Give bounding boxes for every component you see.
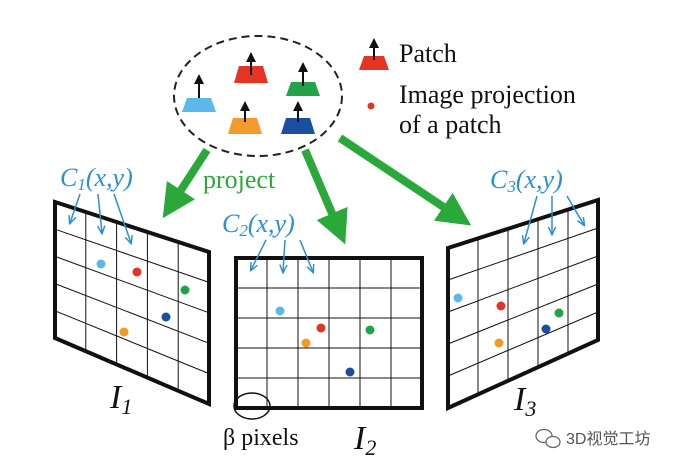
image-1-cell-arrow-2 [98, 193, 102, 233]
image-1-cell-label: C1(x,y) [60, 163, 133, 194]
project-arrow-2 [301, 148, 348, 245]
image-2-cell-arrow-1 [251, 239, 267, 270]
image-2-projection-orange [301, 338, 311, 348]
watermark: 3D视觉工坊 [535, 428, 650, 449]
legend-projection-dot [367, 102, 375, 110]
image-1-projection-dark-blue [161, 312, 171, 322]
patch-green [286, 62, 320, 96]
beta-pixels-marker [233, 392, 271, 420]
image-2-cell-arrow-2 [283, 239, 285, 272]
patch-red [234, 52, 268, 83]
patch-light-blue [182, 74, 216, 112]
patch-cluster-ellipse [173, 35, 343, 157]
image-3-projection-light-blue [453, 293, 463, 303]
wechat-icon [535, 428, 561, 449]
patch-dark-blue [281, 101, 315, 134]
image-3-cell-arrow-3 [566, 195, 584, 225]
project-arrow-1 [162, 147, 211, 219]
image-3-cell-arrow-1 [524, 195, 538, 243]
legend-projection-label-line1: Image projection [399, 80, 576, 109]
image-2-label: I2 [353, 420, 376, 460]
legend-projection-label-line2: of a patch [399, 110, 502, 139]
image-1-projection-light-blue [96, 259, 106, 269]
image-1-cell-arrow-1 [70, 193, 81, 223]
image-2-projection-green [365, 325, 375, 335]
image-2-grid [234, 256, 424, 410]
image-1-cell-arrow-3 [113, 193, 131, 243]
image-2-projection-light-blue [275, 306, 285, 316]
project-arrow-3 [337, 134, 472, 226]
image-3-grid [446, 197, 600, 412]
image-1-projection-red [132, 267, 142, 277]
project-label: project [203, 165, 276, 194]
legend-patch-label: Patch [399, 39, 457, 68]
legend-patch-icon [359, 38, 389, 70]
image-2-projection-red [316, 323, 326, 333]
image-1-projection-orange [119, 327, 129, 337]
image-2-cell-label: C2(x,y) [222, 209, 295, 240]
image-1-projection-green [180, 285, 190, 295]
watermark-text: 3D视觉工坊 [566, 430, 650, 448]
patch-orange [228, 101, 262, 134]
image-3-projection-green [554, 308, 564, 318]
image-3-cell-label: C3(x,y) [490, 165, 563, 196]
image-3-projection-orange [494, 338, 504, 348]
image-3-projection-dark-blue [541, 324, 551, 334]
image-2-cell-arrow-3 [299, 239, 313, 272]
beta-pixels-label: β pixels [223, 425, 299, 451]
image-3-projection-red [496, 301, 506, 311]
image-3-label: I3 [513, 381, 536, 421]
image-1-grid [53, 199, 211, 408]
image-1-label: I1 [109, 379, 132, 419]
image-2-projection-dark-blue [345, 367, 355, 377]
